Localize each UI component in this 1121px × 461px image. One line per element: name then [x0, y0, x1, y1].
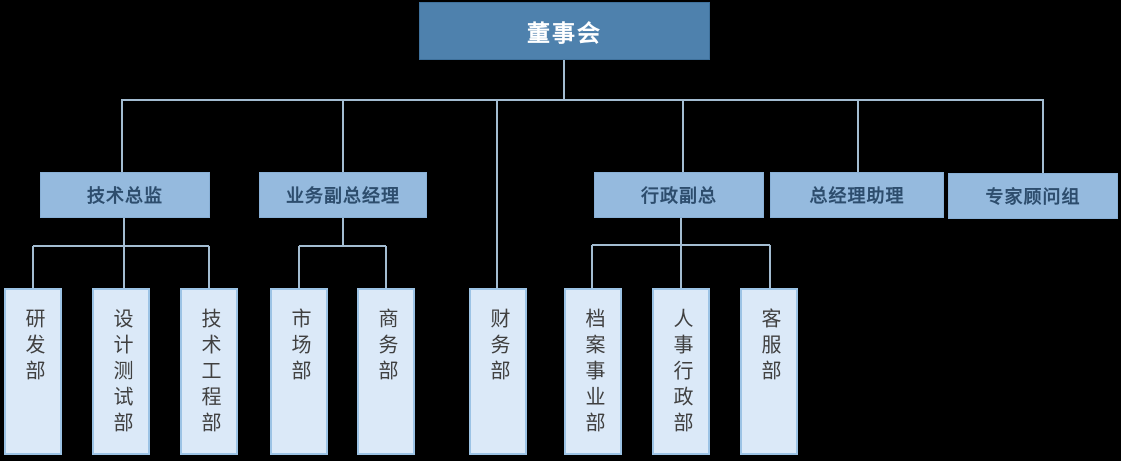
dept-label: 财务部: [487, 308, 509, 386]
node-admin-deputy: 行政副总: [594, 172, 764, 218]
node-label: 董事会: [527, 20, 602, 46]
node-expert-advisory-group: 专家顾问组: [948, 173, 1118, 219]
dept-finance: 财务部: [469, 288, 527, 455]
dept-rnd: 研发部: [4, 288, 62, 455]
dept-label: 市场部: [288, 308, 310, 386]
node-label: 业务副总经理: [286, 186, 400, 206]
dept-customer-service: 客服部: [740, 288, 798, 455]
dept-label: 设计测试部: [110, 308, 132, 438]
node-label: 行政副总: [641, 186, 717, 206]
dept-label: 档案事业部: [582, 308, 604, 438]
dept-design-testing: 设计测试部: [92, 288, 150, 455]
node-tech-director: 技术总监: [40, 172, 210, 218]
dept-tech-engineering: 技术工程部: [180, 288, 238, 455]
node-board-of-directors: 董事会: [419, 2, 710, 60]
dept-label: 商务部: [375, 308, 397, 386]
dept-label: 人事行政部: [670, 308, 692, 438]
node-label: 总经理助理: [809, 186, 905, 206]
node-label: 技术总监: [87, 186, 163, 206]
node-business-deputy-gm: 业务副总经理: [259, 172, 427, 218]
dept-archives: 档案事业部: [564, 288, 622, 455]
dept-commerce: 商务部: [357, 288, 415, 455]
dept-label: 技术工程部: [198, 308, 220, 438]
node-gm-assistant: 总经理助理: [770, 172, 944, 218]
dept-hr-admin: 人事行政部: [652, 288, 710, 455]
node-label: 专家顾问组: [985, 187, 1081, 207]
dept-marketing: 市场部: [270, 288, 328, 455]
dept-label: 客服部: [758, 308, 780, 386]
dept-label: 研发部: [22, 308, 44, 386]
